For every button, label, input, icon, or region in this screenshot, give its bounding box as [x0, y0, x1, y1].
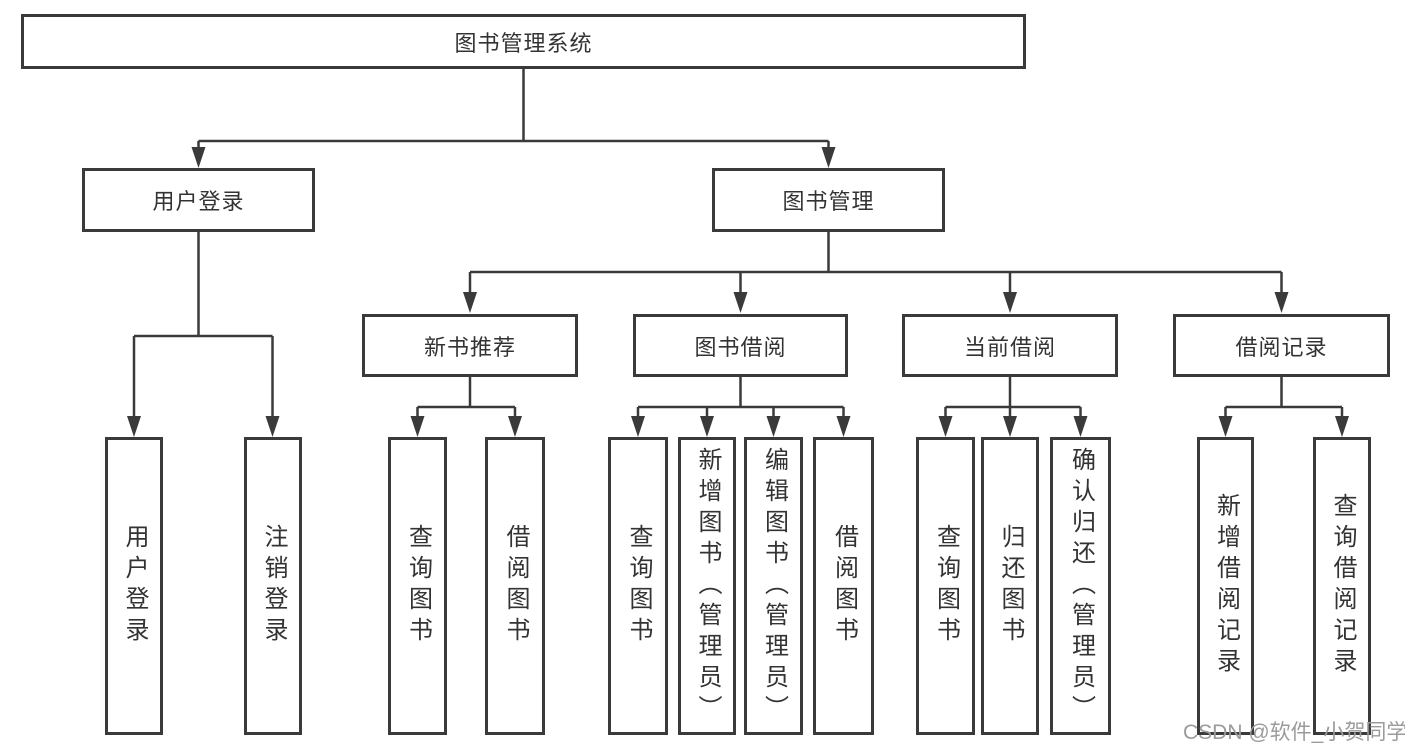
node-book-management: 图书管理: [712, 168, 945, 232]
node-borrowing-records: 借阅记录: [1173, 314, 1390, 377]
leaf-query-borrow-record: 查询借阅记录: [1313, 437, 1371, 735]
node-library-management-system: 图书管理系统: [21, 14, 1026, 69]
leaf-query-books-current: 查询图书: [916, 437, 975, 735]
node-new-book-recommendation: 新书推荐: [362, 314, 578, 377]
node-book-borrowing: 图书借阅: [633, 314, 848, 377]
node-current-borrowing: 当前借阅: [902, 314, 1118, 377]
leaf-add-books-admin: 新增图书（管理员）: [678, 437, 736, 735]
leaf-borrow-books-recommend: 借阅图书: [485, 437, 545, 735]
csdn-watermark: CSDN @软件_小贺同学: [1183, 721, 1405, 744]
leaf-borrow-books-borrowing: 借阅图书: [813, 437, 874, 735]
arrowheads: [127, 147, 1349, 437]
leaf-user-login: 用户登录: [105, 437, 163, 735]
leaf-logout: 注销登录: [244, 437, 302, 735]
leaf-return-books: 归还图书: [981, 437, 1039, 735]
leaf-query-books-borrowing: 查询图书: [608, 437, 668, 735]
leaf-confirm-return-admin: 确认归还（管理员）: [1050, 437, 1111, 735]
leaf-add-borrow-record: 新增借阅记录: [1197, 437, 1254, 735]
node-user-login: 用户登录: [82, 168, 315, 232]
leaf-query-books-recommend: 查询图书: [388, 437, 447, 735]
leaf-edit-books-admin: 编辑图书（管理员）: [744, 437, 803, 735]
